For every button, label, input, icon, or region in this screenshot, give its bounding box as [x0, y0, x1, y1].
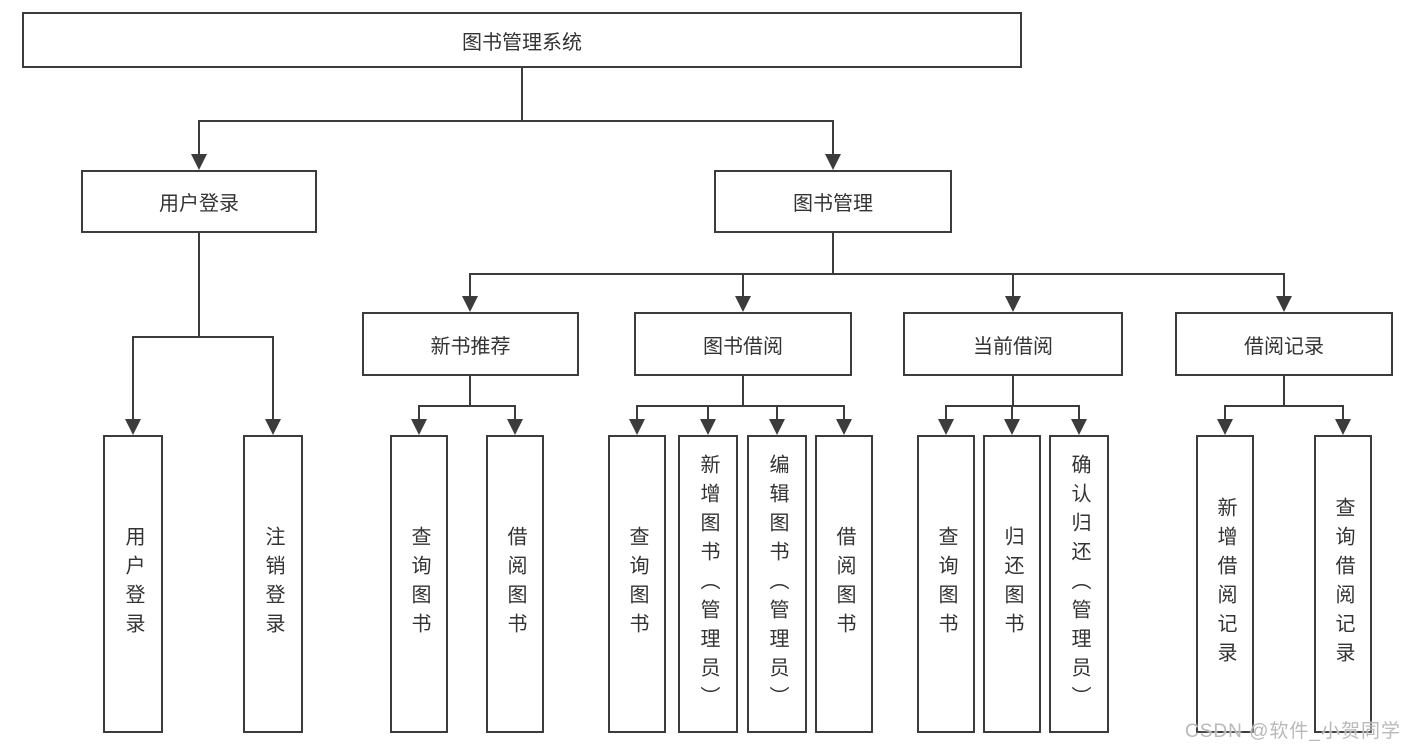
node-book-management: 图书管理 — [714, 170, 952, 233]
leaf-borrow-books-rec-label: 借阅图书 — [504, 526, 526, 642]
leaf-return-books: 归还图书 — [983, 435, 1041, 733]
node-current-borrowing-label: 当前借阅 — [973, 335, 1053, 358]
leaf-user-login: 用户登录 — [103, 435, 163, 733]
csdn-watermark: CSDN @软件_小贺同学 — [1185, 721, 1401, 742]
connector-borrow-records-drop — [1283, 273, 1285, 298]
leaf-borrow-books-rec: 借阅图书 — [486, 435, 544, 733]
leaf-add-borrow-record-label: 新增借阅记录 — [1214, 497, 1236, 671]
connector-leaf-query-rec-drop — [418, 405, 420, 421]
connector-leaf-add-books-drop — [707, 405, 709, 421]
leaf-borrow-books-borrow-label: 借阅图书 — [833, 526, 855, 642]
connector-root-bar — [198, 120, 834, 122]
leaf-query-borrow-record-label: 查询借阅记录 — [1332, 497, 1354, 671]
connector-leaf-borrow-books-drop — [843, 405, 845, 421]
connector-current-borrow-drop — [1012, 273, 1014, 298]
leaf-return-books-label: 归还图书 — [1001, 526, 1023, 642]
leaf-query-books-rec: 查询图书 — [390, 435, 448, 733]
node-root-label: 图书管理系统 — [462, 31, 582, 54]
leaf-add-books-admin: 新增图书（管理员） — [678, 435, 738, 733]
arrowhead-leaf-user-login — [125, 419, 141, 435]
leaf-logout-label: 注销登录 — [262, 526, 284, 642]
node-current-borrowing: 当前借阅 — [903, 312, 1123, 376]
connector-leaf-user-login-drop — [132, 336, 134, 421]
leaf-confirm-return-admin: 确认归还（管理员） — [1049, 435, 1109, 733]
node-new-book-recommendation: 新书推荐 — [362, 312, 579, 376]
arrowhead-new-book-rec — [462, 296, 478, 312]
node-borrowing-records-label: 借阅记录 — [1244, 335, 1324, 358]
connector-leaf-query-current-drop — [945, 405, 947, 421]
node-user-login-label: 用户登录 — [159, 193, 239, 215]
connector-new-book-rec-bar — [418, 405, 516, 407]
connector-book-borrow-bar — [636, 405, 844, 407]
node-root: 图书管理系统 — [22, 12, 1022, 68]
connector-root-stem — [521, 68, 523, 120]
leaf-query-books-borrow: 查询图书 — [608, 435, 666, 733]
connector-leaf-edit-books-drop — [776, 405, 778, 421]
arrowhead-leaf-edit-books — [769, 419, 785, 435]
leaf-edit-books-admin: 编辑图书（管理员） — [747, 435, 807, 733]
leaf-add-borrow-record: 新增借阅记录 — [1196, 435, 1254, 733]
leaf-query-books-current: 查询图书 — [917, 435, 975, 733]
leaf-logout: 注销登录 — [243, 435, 303, 733]
arrowhead-leaf-query-borrow — [629, 419, 645, 435]
arrowhead-leaf-query-record — [1335, 419, 1351, 435]
connector-book-mgmt-bar — [469, 273, 1285, 275]
leaf-user-login-label: 用户登录 — [122, 526, 144, 642]
connector-leaf-query-record-drop — [1342, 405, 1344, 421]
connector-user-login-stem — [198, 233, 200, 336]
connector-leaf-confirm-return-drop — [1078, 405, 1080, 421]
connector-book-mgmt-stem — [832, 233, 834, 273]
leaf-query-books-borrow-label: 查询图书 — [626, 526, 648, 642]
connector-user-login-bar — [132, 336, 274, 338]
leaf-borrow-books-borrow: 借阅图书 — [815, 435, 873, 733]
connector-current-borrow-stem — [1012, 376, 1014, 405]
connector-user-login-drop — [198, 120, 200, 156]
connector-book-borrow-stem — [742, 376, 744, 405]
arrowhead-leaf-confirm-return — [1071, 419, 1087, 435]
arrowhead-leaf-logout — [265, 419, 281, 435]
connector-leaf-add-record-drop — [1224, 405, 1226, 421]
connector-new-book-rec-stem — [469, 376, 471, 405]
node-book-management-label: 图书管理 — [793, 193, 873, 215]
node-book-borrowing-label: 图书借阅 — [703, 335, 783, 358]
node-borrowing-records: 借阅记录 — [1175, 312, 1393, 376]
connector-new-book-rec-drop — [469, 273, 471, 298]
connector-leaf-query-borrow-drop — [636, 405, 638, 421]
arrowhead-book-borrow — [735, 296, 751, 312]
connector-borrow-records-stem — [1283, 376, 1285, 405]
node-user-login: 用户登录 — [81, 170, 317, 233]
connector-leaf-logout-drop — [272, 336, 274, 421]
connector-book-borrow-drop — [742, 273, 744, 298]
arrowhead-leaf-query-current — [938, 419, 954, 435]
arrowhead-borrow-records — [1276, 296, 1292, 312]
node-book-borrowing: 图书借阅 — [634, 312, 852, 376]
arrowhead-leaf-add-books — [700, 419, 716, 435]
connector-leaf-return-books-drop — [1011, 405, 1013, 421]
connector-leaf-borrow-rec-drop — [514, 405, 516, 421]
leaf-add-books-admin-label: 新增图书（管理员） — [697, 453, 719, 715]
arrowhead-leaf-return-books — [1004, 419, 1020, 435]
leaf-query-books-current-label: 查询图书 — [935, 526, 957, 642]
node-new-book-recommendation-label: 新书推荐 — [430, 335, 511, 358]
connector-book-mgmt-drop — [832, 120, 834, 156]
connector-borrow-records-bar — [1224, 405, 1344, 407]
arrowhead-leaf-query-rec — [411, 419, 427, 435]
arrowhead-current-borrow — [1005, 296, 1021, 312]
arrowhead-user-login — [191, 154, 207, 170]
arrowhead-leaf-borrow-rec — [507, 419, 523, 435]
arrowhead-book-mgmt — [825, 154, 841, 170]
leaf-query-books-rec-label: 查询图书 — [408, 526, 430, 642]
leaf-query-borrow-record: 查询借阅记录 — [1314, 435, 1372, 733]
leaf-confirm-return-admin-label: 确认归还（管理员） — [1068, 453, 1090, 715]
leaf-edit-books-admin-label: 编辑图书（管理员） — [766, 453, 788, 715]
arrowhead-leaf-borrow-books — [836, 419, 852, 435]
arrowhead-leaf-add-record — [1217, 419, 1233, 435]
